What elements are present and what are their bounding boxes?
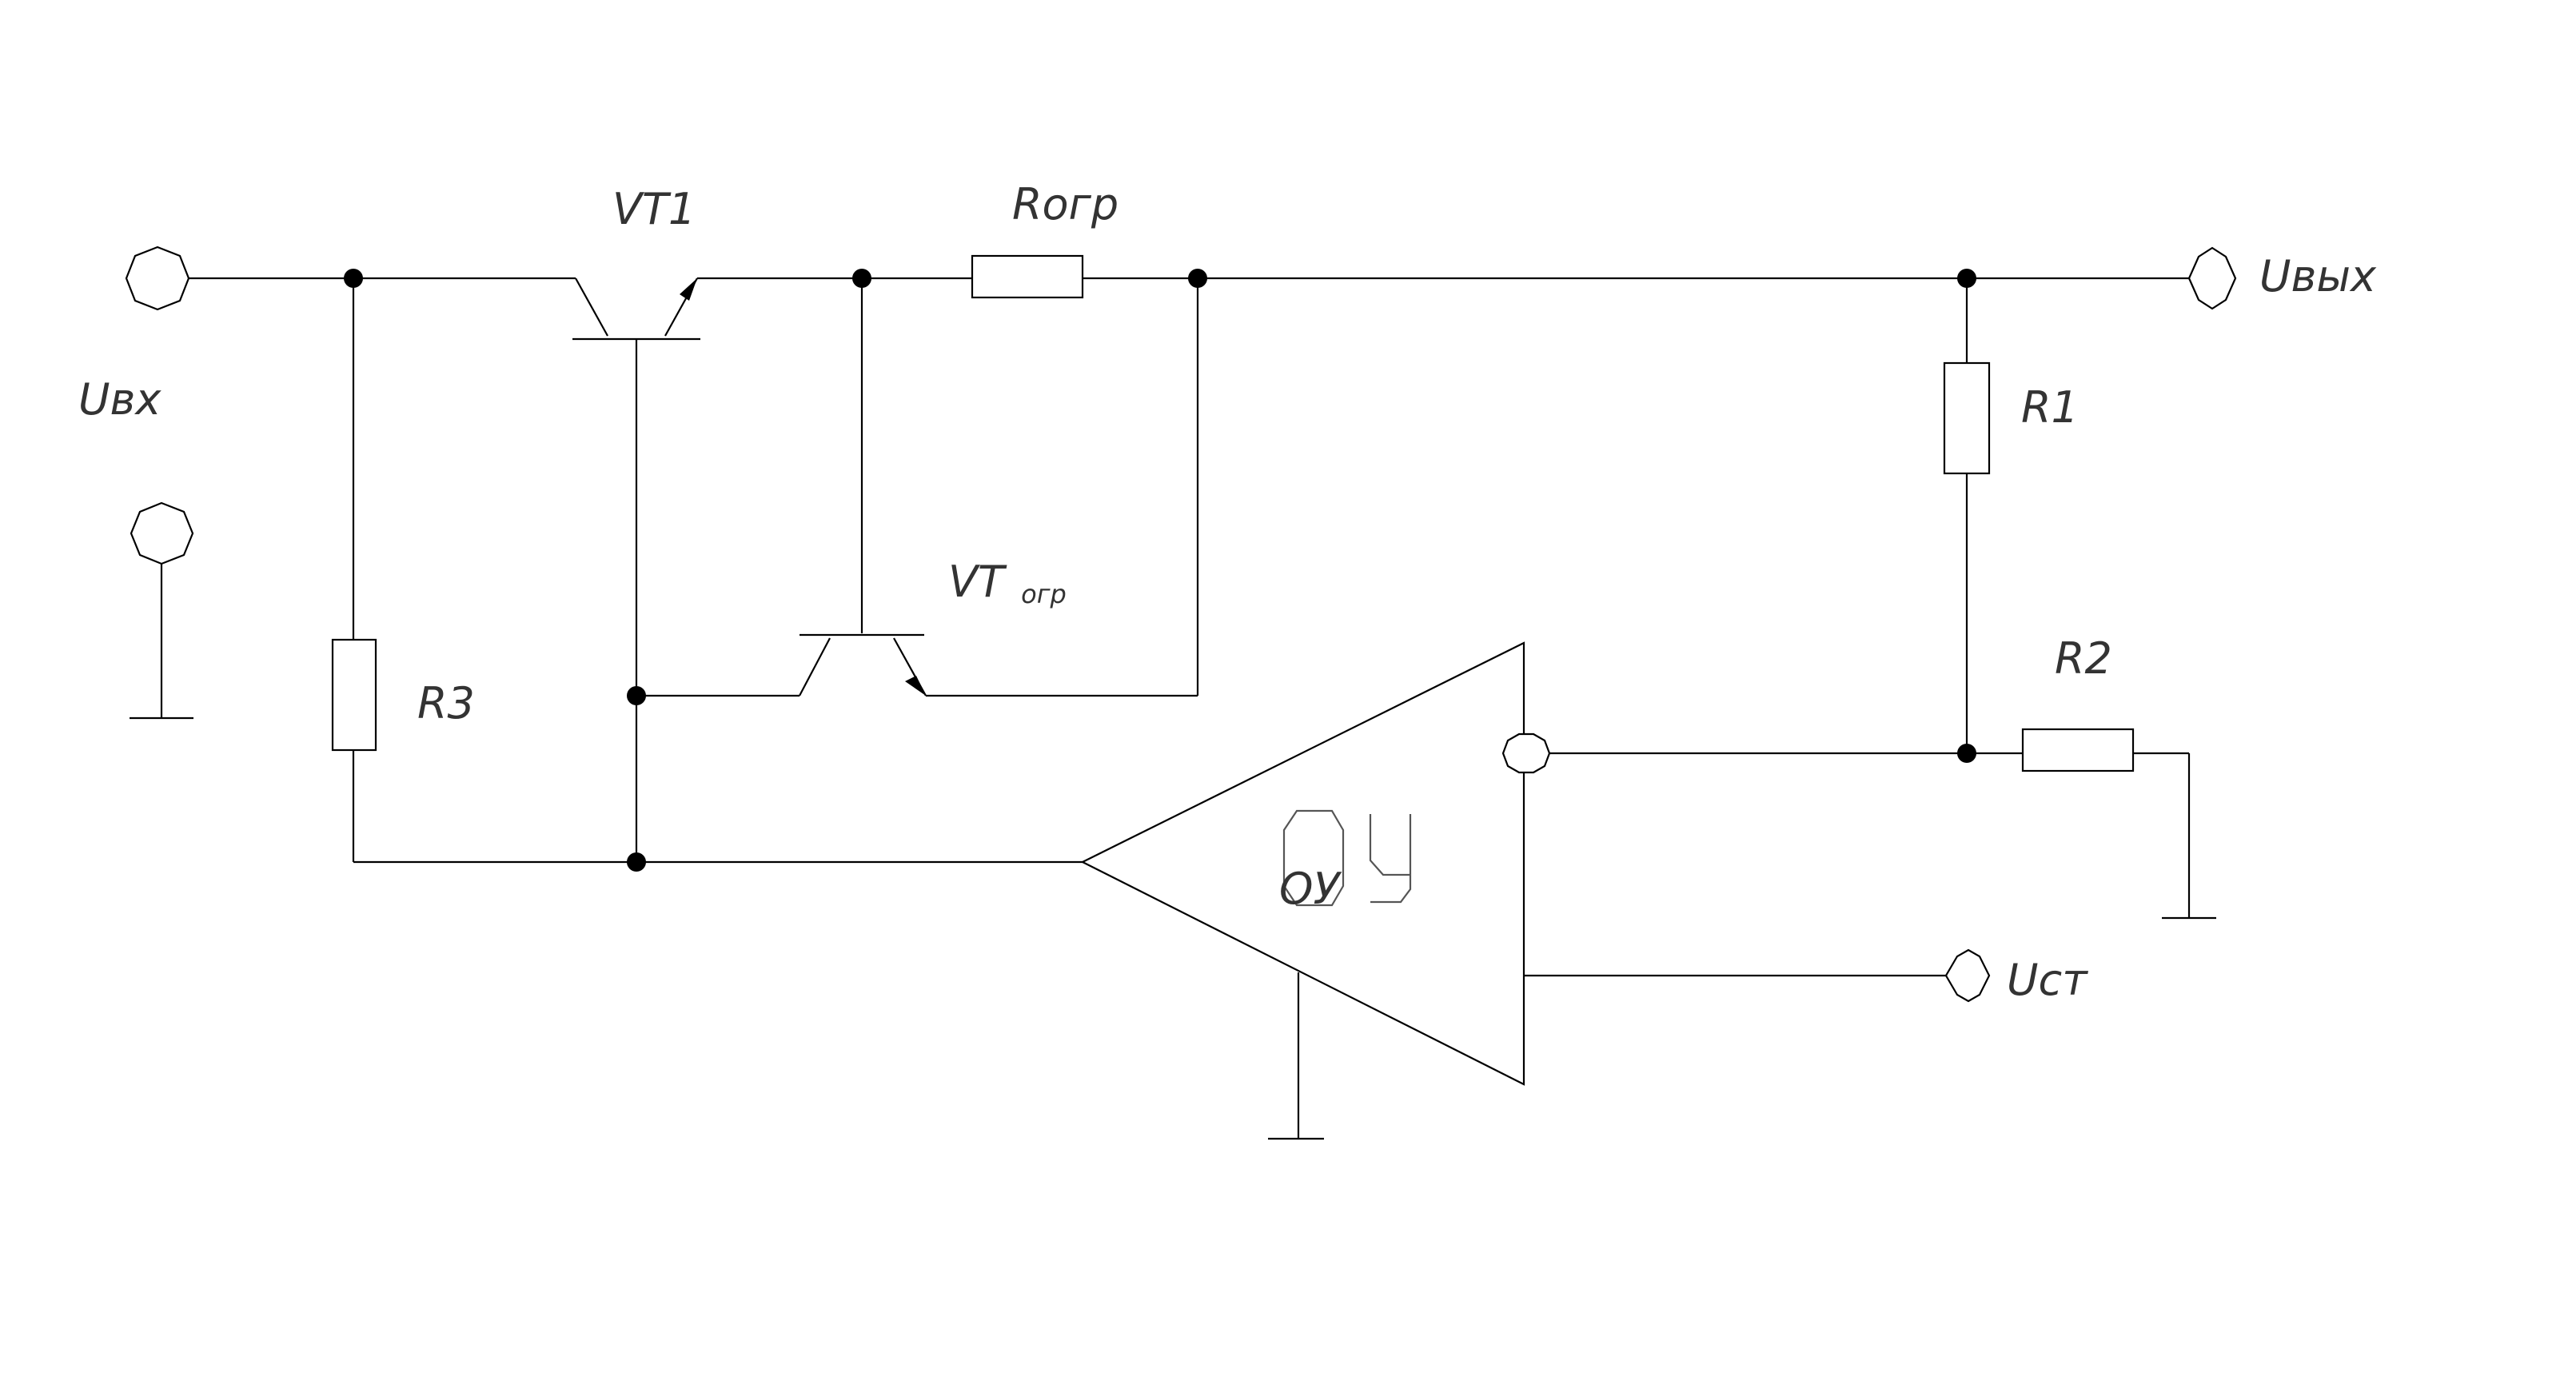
- r3-branch: [331, 278, 1083, 864]
- label-r1: R1: [2021, 382, 2079, 433]
- label-vt-limit-main: VT: [948, 557, 1007, 607]
- r3-resistor: [331, 638, 377, 752]
- label-vt1: VT1: [612, 184, 696, 234]
- vt1-transistor: [572, 277, 863, 862]
- r-limit-resistor: [971, 254, 1084, 299]
- feedback-divider: [1549, 278, 2216, 920]
- input-terminal-top: [125, 245, 190, 311]
- junction-dots: [344, 269, 1976, 872]
- op-amp-label-outline: [1282, 809, 1412, 907]
- label-vt-limit: VT огр: [948, 557, 1067, 609]
- label-r-limit: Rогр: [1012, 179, 1119, 230]
- label-u-in: Uвх: [78, 374, 161, 425]
- label-opamp: ОУ: [1279, 864, 1342, 914]
- r1-resistor: [1943, 361, 1991, 475]
- op-amp: [1080, 641, 1946, 1140]
- label-r3: R3: [417, 678, 475, 728]
- vt-limit-transistor: [636, 278, 1199, 697]
- input-ground-terminal: [130, 501, 194, 720]
- r-limit-branch: [862, 254, 2189, 299]
- label-u-ref: Uст: [2007, 955, 2088, 1005]
- output-terminal: [2187, 246, 2237, 310]
- reference-terminal: [1944, 948, 1991, 1003]
- label-r2: R2: [2055, 633, 2112, 684]
- label-u-out: Uвых: [2259, 251, 2377, 301]
- label-vt-limit-sub: огр: [1021, 579, 1067, 609]
- r2-resistor: [2021, 728, 2135, 772]
- op-amp-inverting-input: [1501, 732, 1551, 774]
